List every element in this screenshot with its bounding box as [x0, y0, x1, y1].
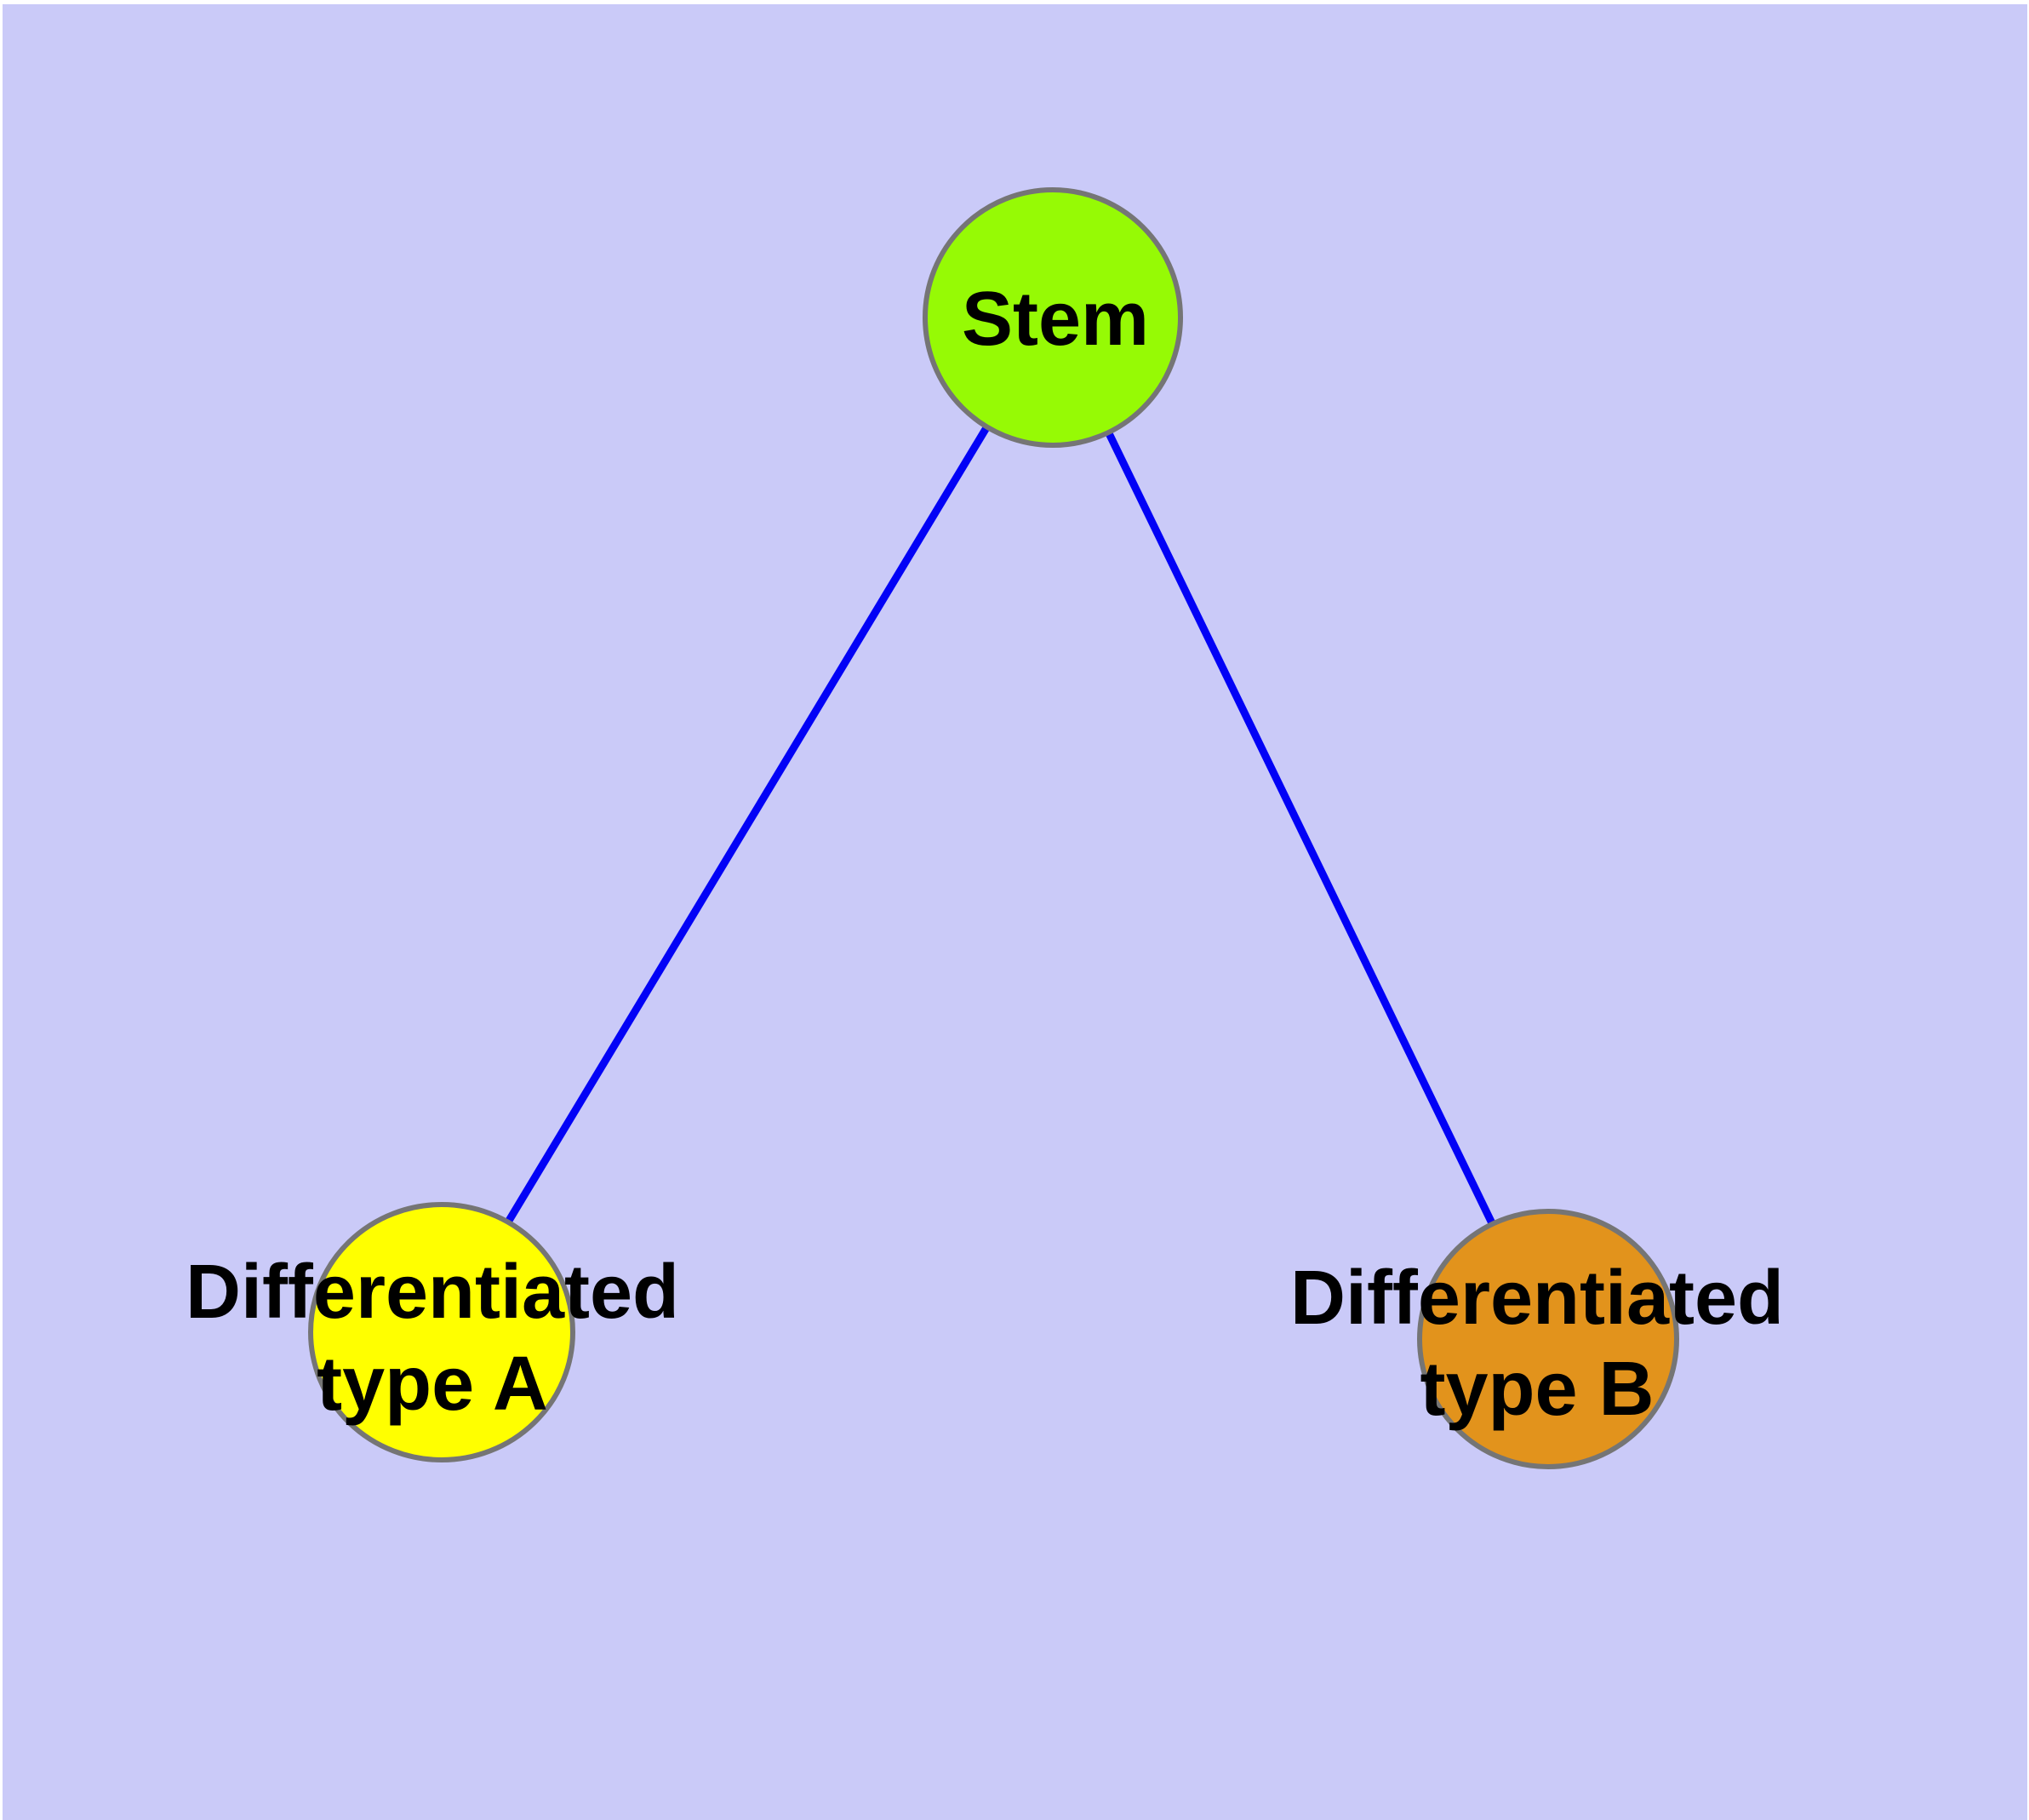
node-type-a-label-line2: type A — [317, 1342, 548, 1427]
node-type-b-circle — [1417, 1209, 1679, 1469]
edge-stem-to-type-b — [1049, 316, 1552, 1341]
node-stem-label: Stem — [962, 277, 1149, 362]
node-type-a-circle — [308, 1202, 575, 1462]
node-type-a-label-line1: Differentiated — [186, 1250, 679, 1335]
node-stem-circle — [923, 187, 1183, 448]
node-type-b-label-line2: type B — [1420, 1347, 1654, 1432]
node-type-b-label-line1: Differentiated — [1290, 1256, 1784, 1341]
edge-stem-to-type-a — [438, 315, 1056, 1335]
